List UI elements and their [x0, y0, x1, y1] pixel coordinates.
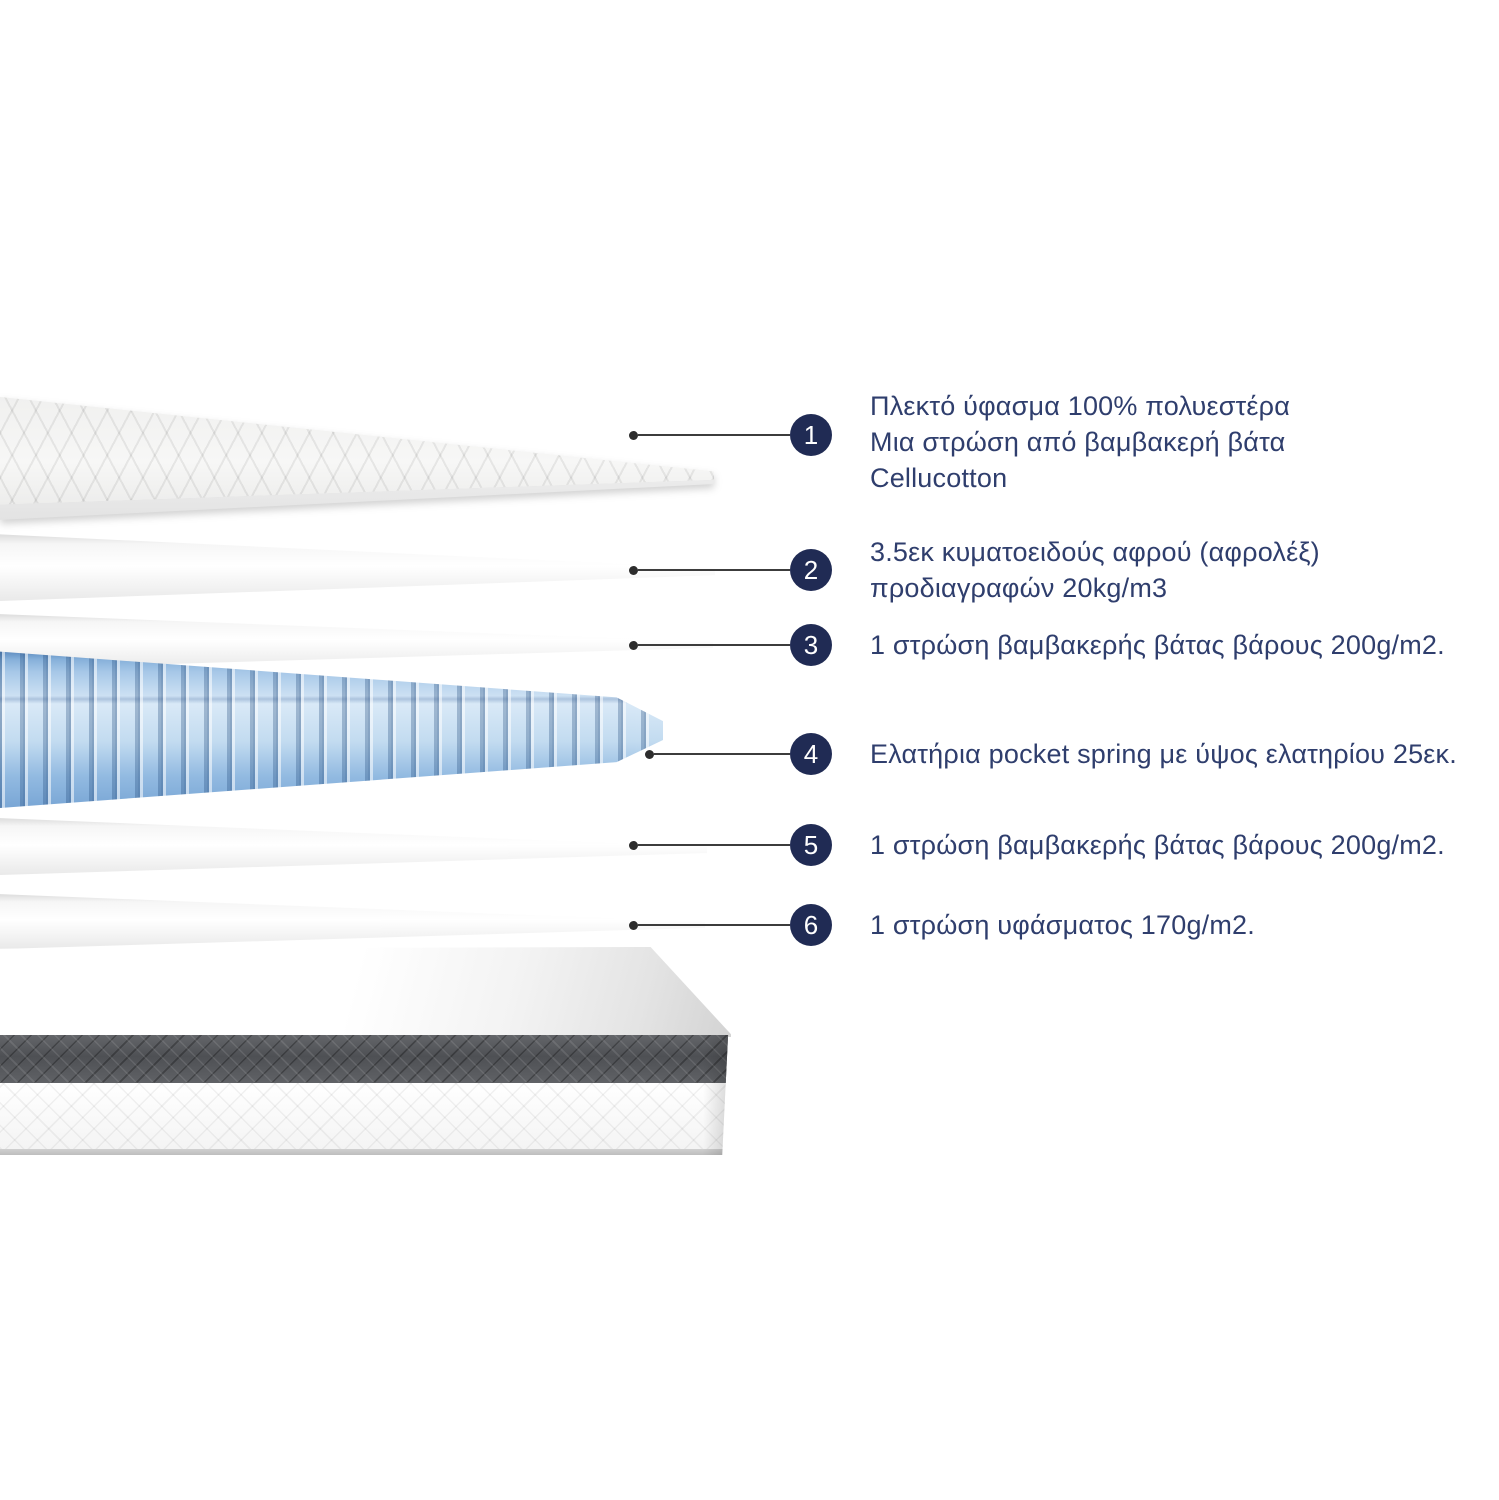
step-badge-5: 5 [790, 824, 832, 866]
leader-dot [629, 565, 638, 575]
layer-description-6: 1 στρώση υφάσματος 170g/m2. [870, 910, 1255, 940]
step-badge-3: 3 [790, 624, 832, 666]
leader-dot [629, 840, 638, 850]
layer-cotton-wadding-bottom [0, 818, 707, 875]
layer-fabric-sheet [0, 894, 705, 949]
legend-row-3: 3 1 στρώση βαμβακερής βάτας βάρους 200g/… [629, 624, 1445, 666]
leader-dot [629, 920, 638, 930]
step-badge-6: 6 [790, 904, 832, 946]
leader-line [638, 644, 790, 646]
legend-row-6: 6 1 στρώση υφάσματος 170g/m2. [629, 904, 1255, 946]
leader-line [638, 844, 790, 846]
leader-line [638, 924, 790, 926]
layer-mattress-base [0, 947, 731, 1155]
layer-wavy-foam-sheet [0, 534, 715, 601]
leader-line [638, 434, 790, 436]
mattress-base-quilted-band [0, 1083, 729, 1149]
layer-pocket-springs [0, 651, 663, 808]
legend-row-2: 2 3.5εκ κυματοειδούς αφρού (αφρολέξ) προ… [629, 537, 1320, 603]
layer-description-5: 1 στρώση βαμβακερής βάτας βάρους 200g/m2… [870, 830, 1445, 860]
layer-description-4: Ελατήρια pocket spring με ύψος ελατηρίου… [870, 739, 1457, 769]
layer-description-1: Πλεκτό ύφασμα 100% πολυεστέρα Μια στρώση… [870, 391, 1291, 493]
mattress-base-bottom-edge [0, 1149, 729, 1155]
legend-row-4: 4 Ελατήρια pocket spring με ύψος ελατηρί… [645, 733, 1457, 775]
mattress-base-top-face [0, 947, 731, 1037]
layer-description-2: 3.5εκ κυματοειδούς αφρού (αφρολέξ) προδι… [870, 537, 1320, 603]
step-badge-4: 4 [790, 733, 832, 775]
leader-line [638, 569, 790, 571]
layer-quilted-top-cover [0, 386, 714, 524]
leader-dot [629, 430, 638, 440]
leader-dot [645, 749, 654, 759]
mattress-base-dark-band [0, 1035, 729, 1083]
legend-row-1: 1 Πλεκτό ύφασμα 100% πολυεστέρα Μια στρώ… [629, 391, 1290, 493]
legend-row-5: 5 1 στρώση βαμβακερής βάτας βάρους 200g/… [629, 824, 1445, 866]
step-badge-2: 2 [790, 549, 832, 591]
leader-dot [629, 640, 638, 650]
step-badge-1: 1 [790, 414, 832, 456]
layer-description-3: 1 στρώση βαμβακερής βάτας βάρους 200g/m2… [870, 630, 1445, 660]
mattress-base-front-face [0, 1035, 729, 1155]
leader-line [654, 753, 790, 755]
